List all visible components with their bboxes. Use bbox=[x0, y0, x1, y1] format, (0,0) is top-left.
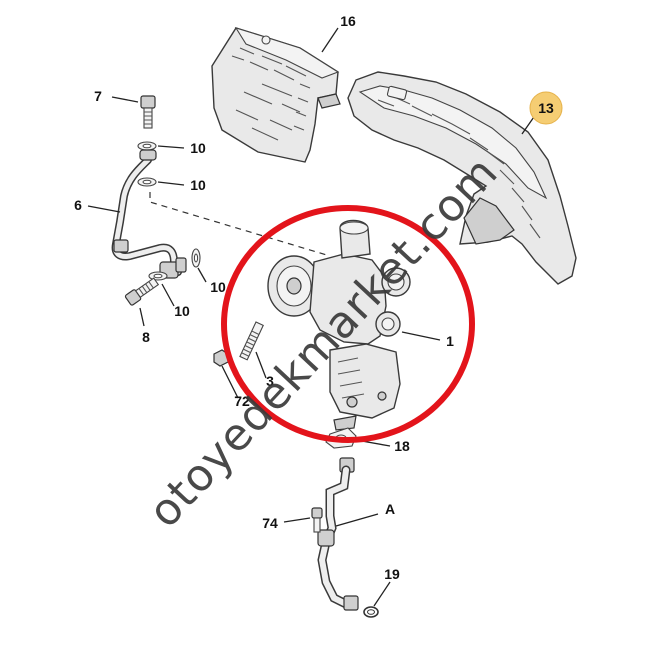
callout-10-left: 10 bbox=[174, 303, 190, 319]
callout-labels: 16 13 7 10 10 6 10 10 8 1 3 72 18 A 74 1… bbox=[74, 13, 554, 582]
callout-A: A bbox=[385, 501, 395, 517]
part-10-washer-upper[interactable] bbox=[137, 141, 157, 151]
highlight-ring bbox=[221, 205, 475, 443]
part-10-washer-mid[interactable] bbox=[137, 177, 157, 187]
callout-6: 6 bbox=[74, 197, 82, 213]
callout-7: 7 bbox=[94, 88, 102, 104]
part-16-heat-shield[interactable] bbox=[211, 27, 341, 163]
part-7-banjo-bolt[interactable] bbox=[140, 95, 156, 129]
callout-10-mid: 10 bbox=[190, 177, 206, 193]
part-19-o-ring[interactable] bbox=[363, 606, 379, 618]
part-10-washer-lower-right[interactable] bbox=[191, 248, 201, 268]
part-6-oil-feed-pipe[interactable] bbox=[111, 149, 187, 279]
part-13-exhaust-heat-shield[interactable] bbox=[347, 71, 577, 285]
callout-3: 3 bbox=[266, 373, 274, 389]
leader-lines bbox=[87, 27, 537, 607]
callout-1: 1 bbox=[446, 333, 454, 349]
callout-16: 16 bbox=[340, 13, 356, 29]
callout-13-badge bbox=[529, 91, 563, 125]
part-A-oil-return-pipe[interactable] bbox=[317, 457, 359, 611]
callout-19: 19 bbox=[384, 566, 400, 582]
part-74-bolt[interactable] bbox=[311, 507, 323, 533]
part-3-stud[interactable] bbox=[239, 321, 264, 361]
callout-10-right: 10 bbox=[210, 279, 226, 295]
callout-10-upper: 10 bbox=[190, 140, 206, 156]
callout-13: 13 bbox=[538, 100, 554, 116]
callout-18: 18 bbox=[394, 438, 410, 454]
part-8-bolt[interactable] bbox=[124, 276, 160, 306]
part-1-turbocharger[interactable] bbox=[267, 219, 411, 431]
callout-74: 74 bbox=[262, 515, 278, 531]
callout-8: 8 bbox=[142, 329, 150, 345]
callout-72: 72 bbox=[234, 393, 250, 409]
part-10-washer-lower-left[interactable] bbox=[148, 271, 168, 281]
alignment-dashed-line bbox=[149, 192, 331, 257]
